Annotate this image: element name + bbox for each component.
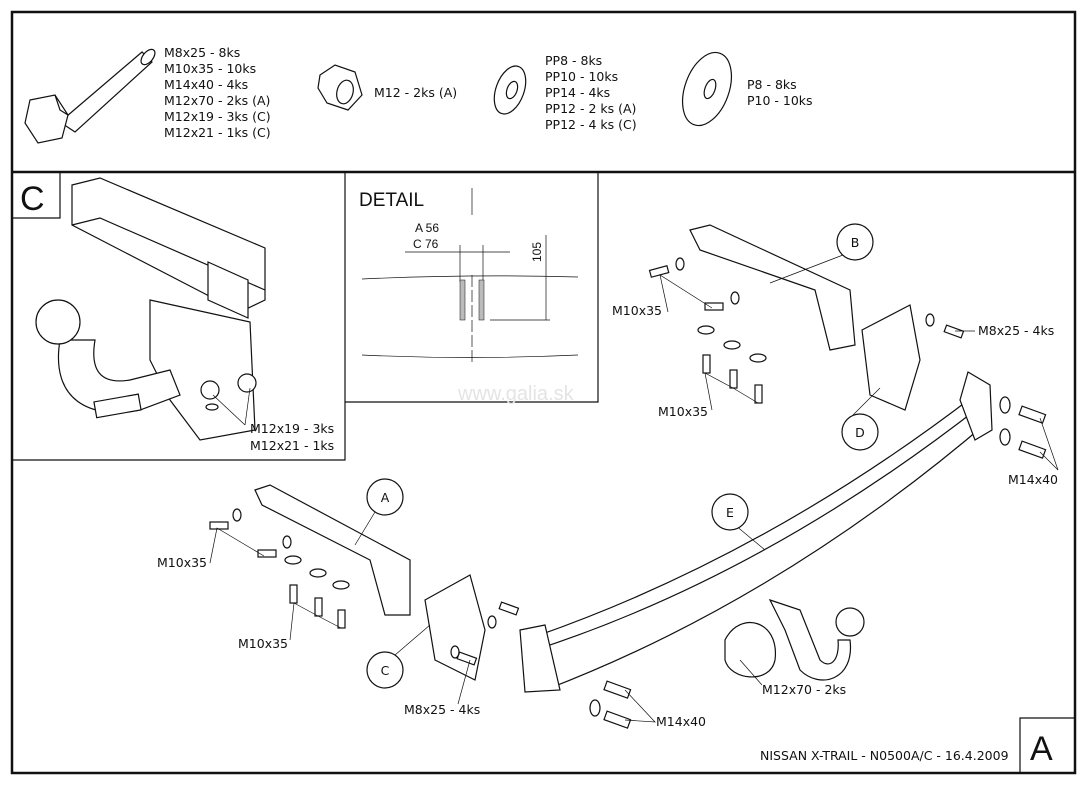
label-m12x70: M12x70 - 2ks bbox=[762, 682, 846, 697]
label-m14x40: M14x40 bbox=[1008, 472, 1058, 487]
washer-item: PP8 - 8ks bbox=[545, 53, 602, 68]
drawing-title: NISSAN X-TRAIL - N0500A/C - 16.4.2009 bbox=[760, 748, 1009, 763]
svg-text:C: C bbox=[381, 663, 390, 678]
label-m10x35: M10x35 bbox=[157, 555, 207, 570]
callout-a: A bbox=[366, 478, 404, 516]
dim-c: C 76 bbox=[413, 237, 439, 251]
watermark: www.galia.sk bbox=[457, 383, 575, 405]
washer-small-icon bbox=[493, 65, 527, 115]
sheet-box bbox=[1019, 717, 1075, 773]
callout-b: B bbox=[836, 223, 874, 261]
assembly-parts bbox=[209, 224, 1059, 729]
washer-item: PP12 - 4 ks (C) bbox=[545, 117, 637, 132]
dim-a: A 56 bbox=[415, 221, 439, 235]
bolt-item: M12x21 - 1ks (C) bbox=[164, 125, 271, 140]
dim-height: 105 bbox=[530, 242, 544, 262]
svg-text:E: E bbox=[726, 505, 734, 520]
bolt-item: M14x40 - 4ks bbox=[164, 77, 248, 92]
inset-label: M12x19 - 3ks bbox=[250, 421, 334, 436]
drawing-frame bbox=[10, 10, 1077, 775]
nut-item: M12 - 2ks (A) bbox=[374, 85, 457, 100]
washer-item: PP14 - 4ks bbox=[545, 85, 610, 100]
callout-e: E bbox=[711, 493, 749, 531]
detail-box: DETAIL A 56 C 76 105 bbox=[345, 172, 599, 403]
svg-text:B: B bbox=[851, 235, 860, 250]
label-m8x25: M8x25 - 4ks bbox=[404, 702, 480, 717]
callout-c: C bbox=[366, 651, 404, 689]
svg-text:D: D bbox=[855, 425, 865, 440]
svg-text:A: A bbox=[381, 490, 390, 505]
bolt-item: M12x70 - 2ks (A) bbox=[164, 93, 270, 108]
washer-item: P8 - 8ks bbox=[747, 77, 797, 92]
washer-item: PP12 - 2 ks (A) bbox=[545, 101, 636, 116]
washer-item: P10 - 10ks bbox=[747, 93, 813, 108]
label-m10x35: M10x35 bbox=[612, 303, 662, 318]
washer-item: PP10 - 10ks bbox=[545, 69, 618, 84]
nut-icon bbox=[317, 64, 363, 111]
bolt-item: M12x19 - 3ks (C) bbox=[164, 109, 271, 124]
bolt-list: M8x25 - 8ks M10x35 - 10ks M14x40 - 4ks M… bbox=[164, 45, 271, 140]
detail-title: DETAIL bbox=[359, 190, 424, 211]
bolt-item: M10x35 - 10ks bbox=[164, 61, 256, 76]
washer-large-icon bbox=[681, 51, 733, 127]
label-m10x35: M10x35 bbox=[238, 636, 288, 651]
label-m14x40: M14x40 bbox=[656, 714, 706, 729]
callout-d: D bbox=[841, 413, 879, 451]
sheet-letter: A bbox=[1030, 730, 1053, 768]
washer-small-list: PP8 - 8ks PP10 - 10ks PP14 - 4ks PP12 - … bbox=[545, 53, 637, 132]
bolt-item: M8x25 - 8ks bbox=[164, 45, 240, 60]
inset-letter: C bbox=[20, 180, 45, 218]
bolt-icon bbox=[24, 48, 156, 144]
label-m10x35: M10x35 bbox=[658, 404, 708, 419]
label-m8x25: M8x25 - 4ks bbox=[978, 323, 1054, 338]
inset-label: M12x21 - 1ks bbox=[250, 438, 334, 453]
inset-c: C M12x19 - 3ks M12x21 - 1ks bbox=[12, 172, 346, 461]
